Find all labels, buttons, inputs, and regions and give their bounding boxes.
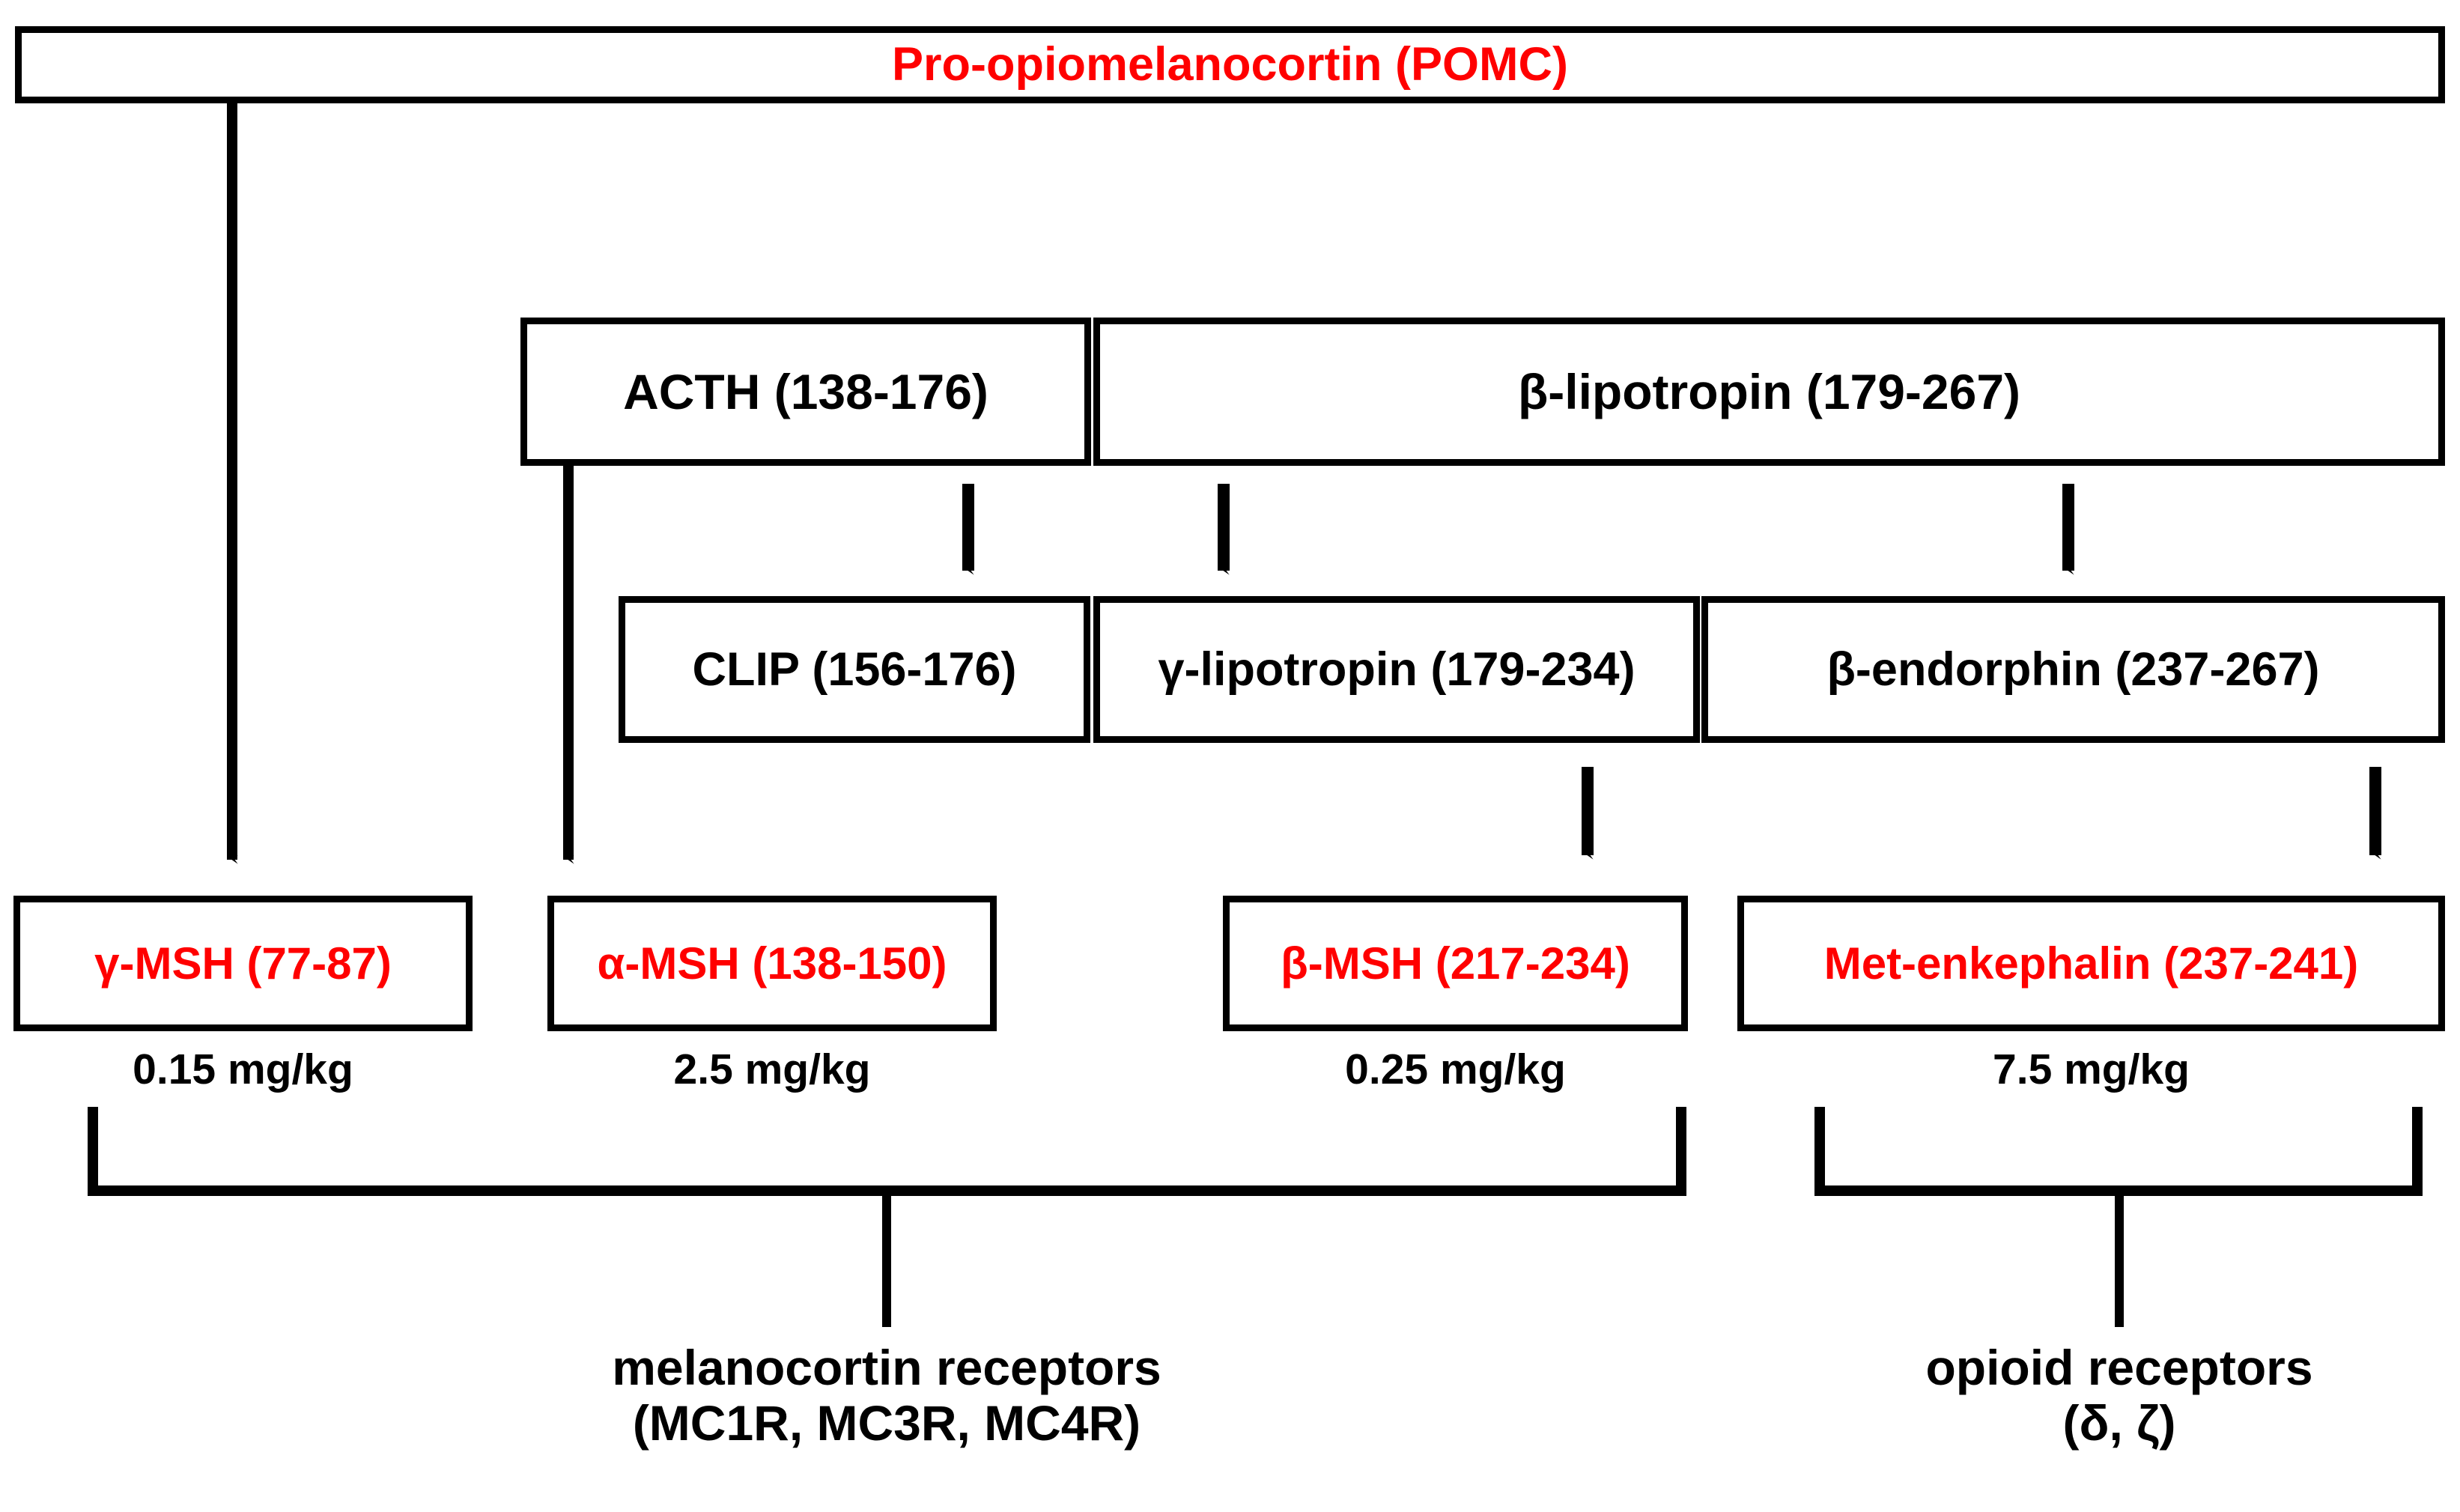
node-beta-msh[interactable]: β-MSH (217-234) xyxy=(1223,896,1688,1031)
dose-beta-msh: 0.25 mg/kg xyxy=(1345,1045,1566,1093)
node-acth-label: ACTH (138-176) xyxy=(623,364,988,419)
node-gamma-msh[interactable]: γ-MSH (77-87) xyxy=(13,896,473,1031)
bracket-opioid xyxy=(1814,1107,2423,1196)
dose-met-enkephalin: 7.5 mg/kg xyxy=(1993,1045,2190,1093)
node-clip[interactable]: CLIP (156-176) xyxy=(619,596,1090,743)
receptor-melanocortin-line2: (MC1R, MC3R, MC4R) xyxy=(632,1394,1141,1451)
node-gamma-msh-label: γ-MSH (77-87) xyxy=(94,938,392,989)
node-alpha-msh-label: α-MSH (138-150) xyxy=(597,938,947,989)
node-beta-endorphin-label: β-endorphin (237-267) xyxy=(1826,643,2320,696)
node-beta-msh-label: β-MSH (217-234) xyxy=(1281,938,1630,989)
node-clip-label: CLIP (156-176) xyxy=(692,643,1017,696)
node-pomc[interactable]: Pro-opiomelanocortin (POMC) xyxy=(15,26,2445,103)
receptor-melanocortin: melanocortin receptors (MC1R, MC3R, MC4R… xyxy=(437,1340,1336,1451)
receptor-opioid-line1: opioid receptors xyxy=(1925,1340,2313,1395)
node-gamma-lipotropin[interactable]: γ-lipotropin (179-234) xyxy=(1093,596,1700,743)
receptor-opioid-line2: (δ, ζ) xyxy=(2062,1394,2176,1451)
node-beta-lipotropin-label: β-lipotropin (179-267) xyxy=(1517,364,2021,419)
dose-gamma-msh: 0.15 mg/kg xyxy=(133,1045,353,1093)
node-beta-endorphin[interactable]: β-endorphin (237-267) xyxy=(1701,596,2445,743)
node-alpha-msh[interactable]: α-MSH (138-150) xyxy=(547,896,997,1031)
node-pomc-label: Pro-opiomelanocortin (POMC) xyxy=(892,38,1568,91)
node-beta-lipotropin[interactable]: β-lipotropin (179-267) xyxy=(1093,318,2445,466)
node-gamma-lipotropin-label: γ-lipotropin (179-234) xyxy=(1158,643,1636,696)
receptor-opioid: opioid receptors (δ, ζ) xyxy=(1745,1340,2460,1451)
node-acth[interactable]: ACTH (138-176) xyxy=(520,318,1091,466)
bracket-melanocortin xyxy=(88,1107,1686,1196)
node-met-enkephalin-label: Met-enkephalin (237-241) xyxy=(1823,938,2359,989)
node-met-enkephalin[interactable]: Met-enkephalin (237-241) xyxy=(1737,896,2445,1031)
receptor-melanocortin-line1: melanocortin receptors xyxy=(612,1340,1161,1395)
dose-alpha-msh: 2.5 mg/kg xyxy=(673,1045,871,1093)
